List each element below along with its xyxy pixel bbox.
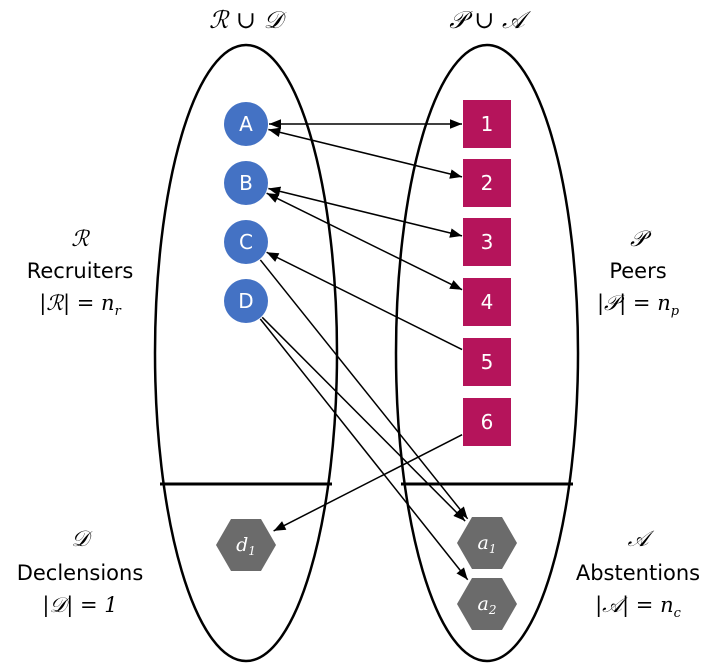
peers-name: Peers — [609, 259, 666, 283]
nodes-layer: A B C D 1 2 3 4 5 6 d1 a1 a2 — [216, 100, 517, 630]
left-ellipse — [153, 43, 339, 663]
peer-node-6: 6 — [463, 398, 511, 446]
recruiter-circle — [224, 161, 268, 205]
abstentions-label: 𝒜 Abstentions |𝒜| = nc — [576, 527, 700, 621]
left-set-header: ℛ ∪ 𝒟 — [209, 6, 288, 34]
recruiters-formula-main: |ℛ| = n — [39, 291, 114, 316]
recruiter-node-b: B — [224, 161, 268, 205]
right-set-header: 𝒫 ∪ 𝒜 — [449, 6, 532, 34]
hexagon-shape — [216, 519, 276, 571]
peer-node-2: 2 — [463, 159, 511, 207]
peers-formula-main: |𝒫| = n — [597, 291, 671, 316]
recruiters-name: Recruiters — [27, 259, 134, 283]
peer-label: 5 — [481, 350, 494, 374]
abstentions-formula: |𝒜| = nc — [595, 593, 682, 621]
right-ellipse — [394, 43, 580, 663]
edge-a-2 — [268, 127, 463, 179]
hexagon-label-sub: 2 — [488, 603, 497, 617]
recruiter-label: A — [239, 112, 253, 136]
peer-label: 1 — [481, 112, 494, 136]
hexagon-shape — [457, 517, 517, 569]
recruiter-node-c: C — [224, 220, 268, 264]
recruiters-formula-sub: r — [115, 304, 122, 319]
peer-square — [463, 218, 511, 266]
abstentions-name: Abstentions — [576, 561, 700, 585]
recruiter-node-a: A — [224, 102, 268, 146]
declensions-formula-main: |𝒟| = 1 — [42, 593, 117, 618]
peers-symbol: 𝒫 — [630, 227, 652, 252]
recruiter-node-d: D — [224, 279, 268, 323]
edge-c-a1 — [259, 259, 469, 520]
declension-node-d1: d1 — [216, 519, 276, 571]
peer-node-4: 4 — [463, 278, 511, 326]
declensions-name: Declensions — [17, 561, 144, 585]
declensions-symbol: 𝒟 — [71, 527, 93, 552]
edge-b-4 — [266, 192, 463, 291]
recruiter-circle — [224, 102, 268, 146]
peer-square — [463, 159, 511, 207]
peer-square — [463, 278, 511, 326]
recruiters-symbol: ℛ — [71, 227, 90, 252]
peer-label: 3 — [481, 230, 494, 254]
hexagon-label-sub: 1 — [489, 542, 497, 556]
hexagon-label-sub: 1 — [248, 544, 256, 558]
edge-6-d1 — [273, 434, 463, 532]
peer-node-5: 5 — [463, 338, 511, 386]
abstentions-formula-main: |𝒜| = n — [595, 593, 674, 618]
peer-label: 6 — [481, 410, 494, 434]
declensions-label: 𝒟 Declensions |𝒟| = 1 — [17, 527, 144, 618]
hexagon-shape — [457, 578, 517, 630]
peer-square — [463, 100, 511, 148]
abstentions-symbol: 𝒜 — [628, 527, 655, 552]
edge-d-a2 — [259, 318, 469, 581]
abstention-node-a1: a1 — [457, 517, 517, 569]
abstentions-formula-sub: c — [674, 606, 682, 621]
peer-label: 4 — [481, 290, 494, 314]
peers-formula: |𝒫| = np — [597, 291, 680, 319]
recruiter-label: B — [239, 171, 253, 195]
recruiter-label: D — [238, 289, 253, 313]
edge-b-3 — [268, 186, 463, 238]
peer-node-1: 1 — [463, 100, 511, 148]
edge-c-5 — [266, 251, 463, 351]
recruiters-formula: |ℛ| = nr — [39, 291, 121, 319]
peer-label: 2 — [481, 171, 494, 195]
edges-layer — [259, 119, 469, 581]
recruiter-label: C — [239, 230, 253, 254]
peer-node-3: 3 — [463, 218, 511, 266]
edge-d-a1 — [261, 316, 466, 522]
peer-square — [463, 338, 511, 386]
declensions-formula: |𝒟| = 1 — [42, 593, 117, 618]
peers-formula-sub: p — [671, 304, 680, 319]
recruiters-label: ℛ Recruiters |ℛ| = nr — [27, 227, 134, 319]
recruiter-circle — [224, 220, 268, 264]
peers-label: 𝒫 Peers |𝒫| = np — [597, 227, 680, 319]
peer-square — [463, 398, 511, 446]
recruiter-circle — [224, 279, 268, 323]
abstention-node-a2: a2 — [457, 578, 517, 630]
